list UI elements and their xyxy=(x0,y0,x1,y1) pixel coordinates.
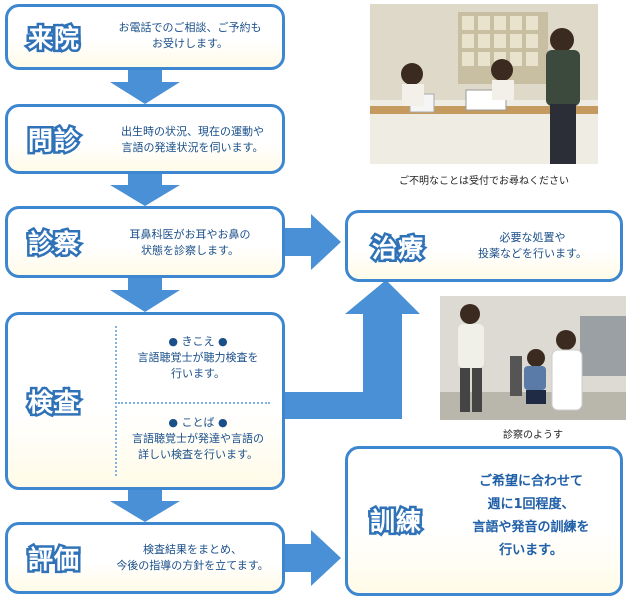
step-hyoka-text: 検査結果をまとめ、 今後の指導の方針を立てます。 xyxy=(105,542,280,574)
arrow-down-2 xyxy=(110,174,180,206)
kensa-kotoba-title: ● ことば ● xyxy=(168,416,228,429)
step-hyoka-label: 評価 xyxy=(8,533,100,583)
step-hyoka-text-line2: 今後の指導の方針を立てます。 xyxy=(116,559,269,572)
step-chiryo-text: 必要な処置や 投薬などを行います。 xyxy=(450,230,615,262)
step-shinsatsu-text: 耳鼻科医がお耳やお鼻の 状態を診察します。 xyxy=(105,227,275,259)
step-hyoka-text-line1: 検査結果をまとめ、 xyxy=(143,543,242,556)
kensa-kikoe-line2: 行います。 xyxy=(171,367,225,380)
step-chiryo-text-line2: 投薬などを行います。 xyxy=(478,247,587,260)
step-kunren-label: 訓練 xyxy=(348,495,444,545)
step-monshin-text: 出生時の状況、現在の運動や 言語の発達状況を伺います。 xyxy=(105,124,280,156)
kensa-kotoba-line2: 詳しい検査を行います。 xyxy=(138,448,258,461)
arrow-down-1 xyxy=(110,70,180,104)
step-kunren-text-line1: ご希望に合わせて xyxy=(478,474,583,489)
step-shinsatsu-text-line1: 耳鼻科医がお耳やお鼻の xyxy=(129,228,251,241)
step-shinsatsu-text-line2: 状態を診察します。 xyxy=(141,244,239,257)
step-monshin-text-line1: 出生時の状況、現在の運動や xyxy=(121,125,264,138)
step-kunren-text-line2: 週に1回程度、 xyxy=(487,497,575,512)
kensa-kotoba-line1: 言語聴覚士が発達や言語の xyxy=(132,432,264,445)
step-raiin-text: お電話でのご相談、ご予約も お受けします。 xyxy=(105,20,275,52)
step-raiin-text-line1: お電話でのご相談、ご予約も xyxy=(118,21,262,34)
arrow-down-4 xyxy=(110,490,180,522)
exam-caption: 診察のようす xyxy=(503,430,563,441)
step-kensa-label: 検査 xyxy=(8,376,100,426)
arrow-right-to-chiryo xyxy=(285,214,341,270)
kensa-kikoe-text: ● きこえ ● 言語聴覚士が聴力検査を 行います。 xyxy=(118,334,278,382)
arrow-down-3 xyxy=(110,278,180,312)
step-chiryo-label: 治療 xyxy=(349,222,447,272)
kensa-divider-horizontal xyxy=(118,402,270,404)
arrow-elbow-to-chiryo xyxy=(285,280,420,419)
step-chiryo-box xyxy=(345,210,623,282)
step-kunren-text-line4: 行います。 xyxy=(499,543,563,558)
step-shinsatsu-label: 診察 xyxy=(8,217,100,267)
exam-photo xyxy=(440,296,626,420)
step-kunren-text-line3: 言語や発音の訓練を xyxy=(472,520,590,535)
kensa-divider-vertical xyxy=(115,326,117,476)
kensa-kotoba-text: ● ことば ● 言語聴覚士が発達や言語の 詳しい検査を行います。 xyxy=(118,415,278,463)
arrow-right-to-kunren xyxy=(285,530,341,586)
kensa-kikoe-title: ● きこえ ● xyxy=(168,335,228,348)
step-raiin-text-line2: お受けします。 xyxy=(152,37,228,50)
step-raiin-label: 来院 xyxy=(8,12,100,62)
step-chiryo-text-line1: 必要な処置や xyxy=(499,231,566,244)
step-monshin-label: 問診 xyxy=(8,114,100,164)
kensa-kikoe-line1: 言語聴覚士が聴力検査を xyxy=(137,351,259,364)
reception-photo xyxy=(370,4,598,164)
step-kunren-text: ご希望に合わせて 週に1回程度、 言語や発音の訓練を 行います。 xyxy=(445,470,617,562)
reception-caption: ご不明なことは受付でお尋ねください xyxy=(399,176,569,187)
step-monshin-text-line2: 言語の発達状況を伺います。 xyxy=(121,141,264,154)
